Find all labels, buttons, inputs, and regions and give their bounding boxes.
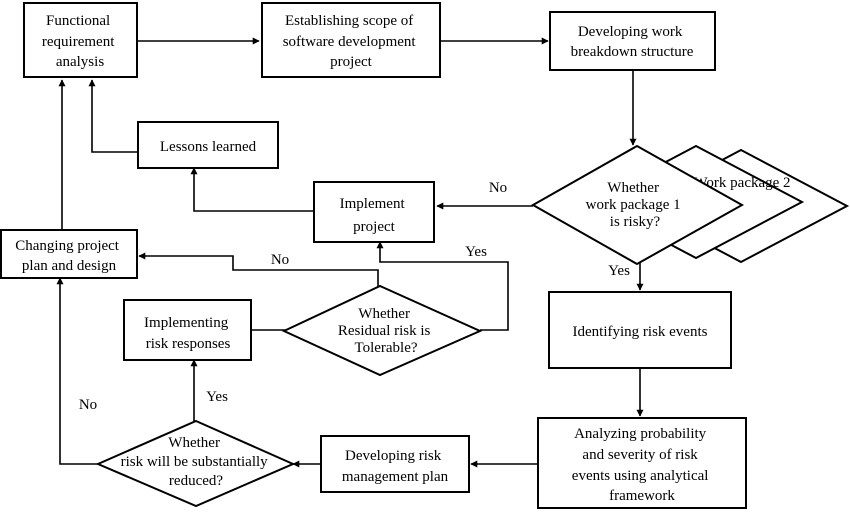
box-lessons-learned: Lessons learned	[137, 121, 279, 169]
svg-text:Implementing risk respon: Implementing risk responses	[144, 315, 232, 352]
decision-residual-risk: Whether Residual risk is Tolerable?	[281, 284, 483, 377]
edge-label-yes-reduced: Yes	[206, 389, 228, 405]
box-establishing-scope: Establishing scope of software developme…	[261, 2, 441, 78]
svg-text:Identifying risk events: Identifying risk events	[573, 324, 708, 340]
box-developing-plan: Developing risk management plan	[320, 435, 470, 493]
svg-text:Whether work package 1: Whether work package 1 is risky?	[586, 180, 685, 230]
svg-text:Establishing scope of so: Establishing scope of software developme…	[283, 13, 420, 70]
arrow-residual-no-to-changing	[138, 252, 379, 286]
box-developing-wbs: Developing work breakdown structure	[549, 11, 716, 71]
svg-text:Developing work breakdow: Developing work breakdown structure	[571, 24, 694, 60]
svg-text:Functional requirement: Functional requirement analysis	[42, 13, 118, 70]
svg-text:Analyzing probability an: Analyzing probability and severity of ri…	[572, 426, 712, 504]
box-identifying-risk: Identifying risk events	[548, 291, 732, 369]
box-functional-requirement: Functional requirement analysis	[23, 2, 138, 78]
svg-text:Whether risk will be sub: Whether risk will be substantially reduc…	[121, 435, 272, 489]
edge-label-no-residual: No	[271, 252, 289, 268]
arrow-implement-to-lessons	[190, 167, 314, 212]
connectors	[56, 37, 644, 468]
box-implementing-responses: Implementing risk responses	[123, 299, 252, 361]
edge-label-yes-wp1: Yes	[608, 263, 630, 279]
edge-label-no-reduced: No	[79, 397, 97, 413]
svg-text:Implement project: Implement project	[340, 196, 409, 235]
arrow-lessons-to-functional	[88, 79, 138, 153]
svg-text:Lessons learned: Lessons learned	[160, 139, 257, 155]
svg-text:Developing risk manageme: Developing risk management plan	[342, 448, 449, 485]
svg-text:Changing project plan an: Changing project plan and design	[15, 238, 122, 274]
box-analyzing: Analyzing probability and severity of ri…	[537, 417, 747, 509]
edge-label-yes-residual: Yes	[465, 244, 487, 260]
box-changing-plan: Changing project plan and design	[0, 229, 138, 279]
edge-label-no-wp1: No	[489, 180, 507, 196]
arrow-reduced-no-to-changing	[56, 277, 98, 465]
svg-text:Whether Residual risk is: Whether Residual risk is Tolerable?	[338, 306, 434, 356]
decision-risk-reduced: Whether risk will be substantially reduc…	[95, 419, 296, 508]
arrow-residual-yes-to-implement	[376, 241, 509, 331]
decision-work-package-1: Whether work package 1 is risky?	[530, 144, 745, 266]
work-package-2-label: Work package 2	[693, 175, 790, 191]
box-implement-project: Implement project	[313, 181, 435, 243]
